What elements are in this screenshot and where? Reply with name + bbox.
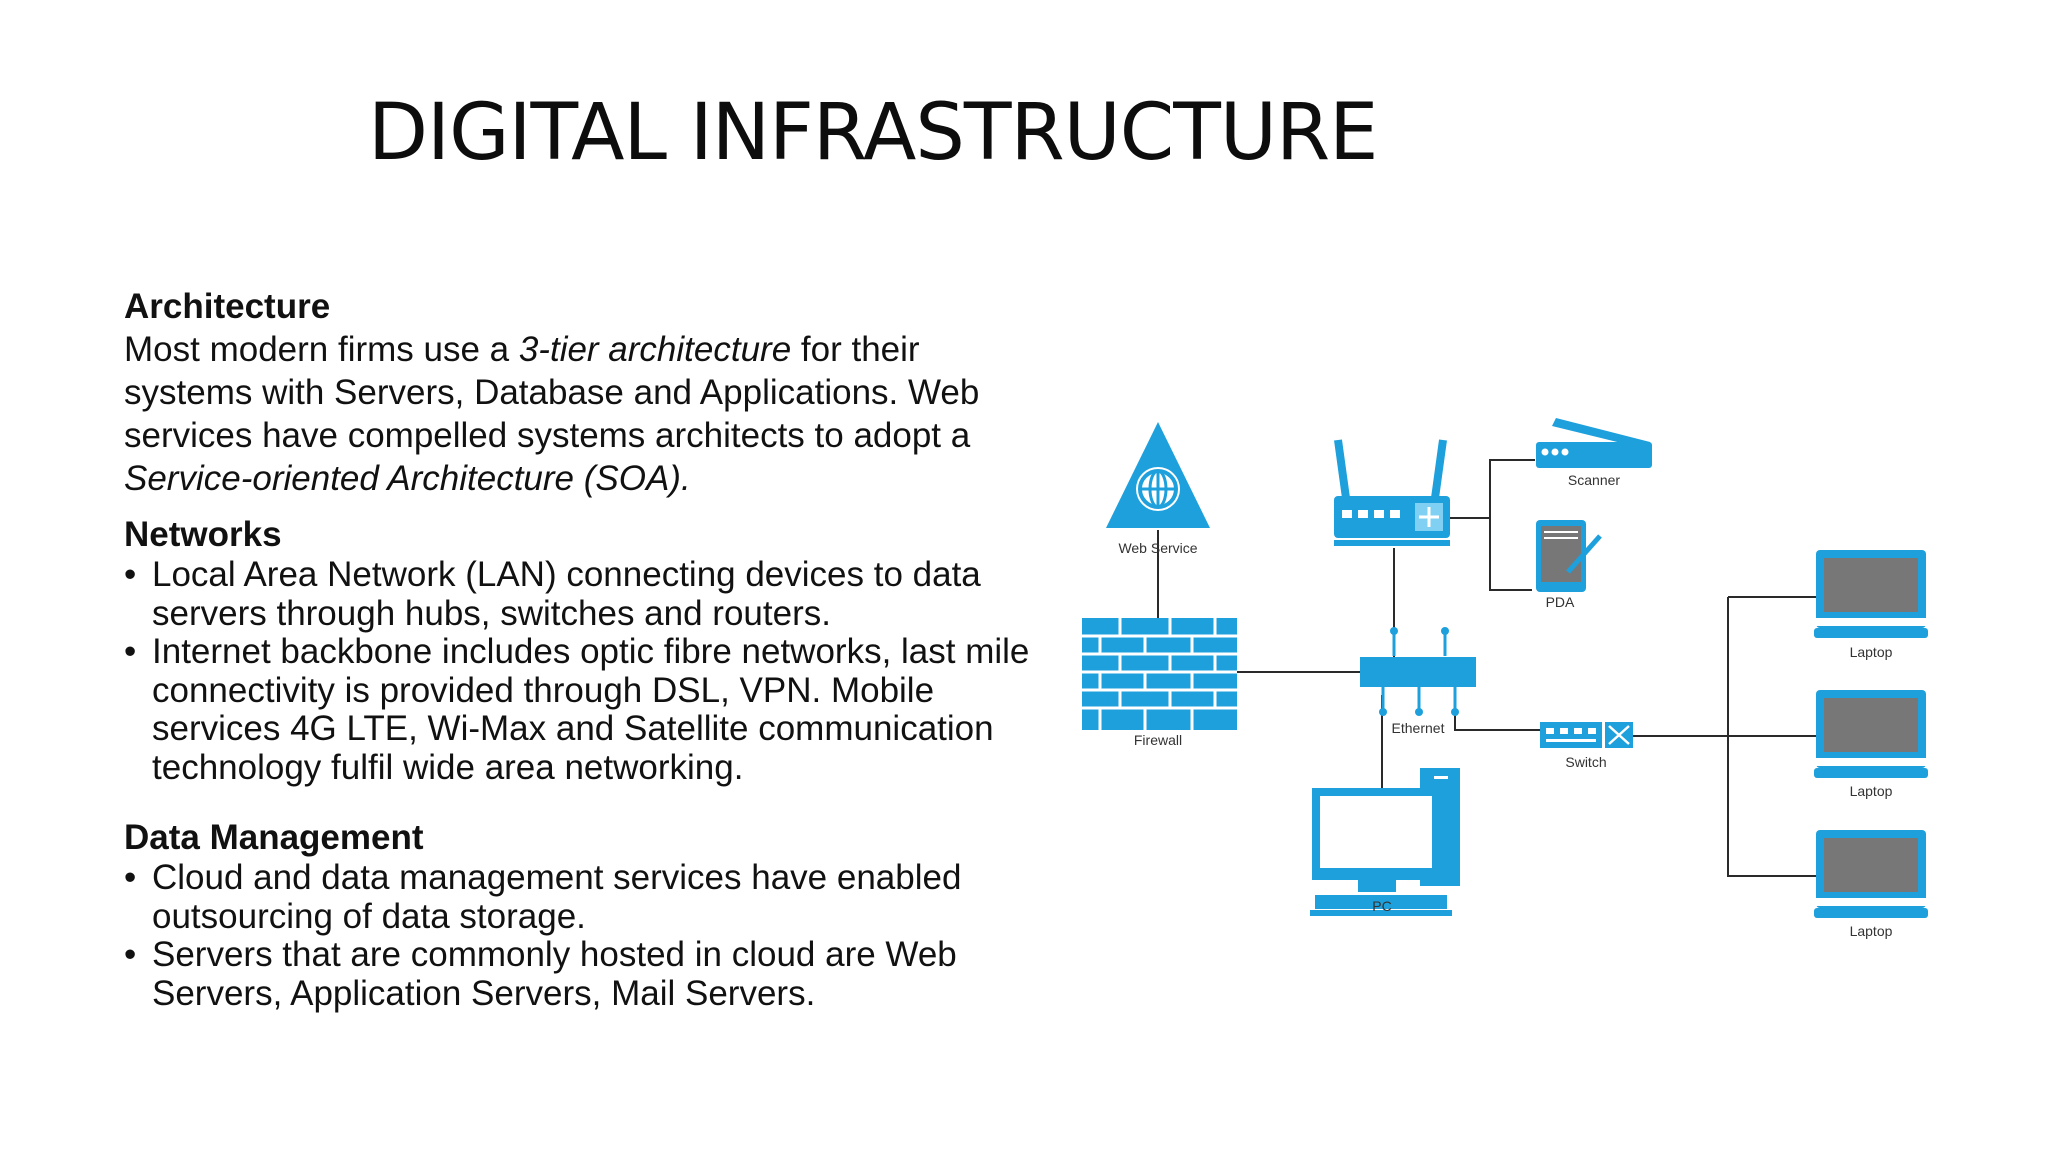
slide-title: DIGITAL INFRASTRUCTURE [368, 88, 1378, 178]
architecture-text: Most modern firms use a 3-tier architect… [124, 328, 1044, 500]
laptop-label: Laptop [1849, 923, 1893, 939]
architecture-text-part: for their systems with Servers, Database… [124, 330, 980, 455]
pda-icon [1536, 520, 1602, 592]
list-item: Internet backbone includes optic fibre n… [124, 632, 1044, 787]
network-diagram-svg [1082, 418, 1928, 918]
firewall-icon [1082, 618, 1237, 730]
scanner-label: Scanner [1567, 472, 1621, 488]
architecture-text-italic: Service-oriented Architecture (SOA). [124, 459, 691, 498]
pc-label: PC [1372, 898, 1392, 914]
laptop-label: Laptop [1849, 783, 1893, 799]
connection-lines [1157, 459, 1818, 877]
pc-icon [1310, 768, 1460, 916]
network-diagram: Web Service Firewall Scanner PDA Etherne… [1070, 400, 1990, 960]
laptop-icon [1814, 830, 1928, 918]
laptop-icon [1814, 690, 1928, 778]
scanner-icon [1536, 418, 1652, 468]
web-service-icon [1106, 422, 1210, 528]
data-management-list: Cloud and data management services have … [124, 858, 1044, 1013]
list-item: Local Area Network (LAN) connecting devi… [124, 555, 1044, 633]
architecture-text-italic: 3-tier architecture [518, 330, 792, 369]
firewall-label: Firewall [1133, 732, 1183, 748]
slide-content: Architecture Most modern firms use a 3-t… [124, 286, 1044, 1013]
web-service-label: Web Service [1118, 540, 1198, 556]
pda-label: PDA [1545, 594, 1575, 610]
architecture-heading: Architecture [124, 287, 331, 326]
router-icon [1334, 439, 1450, 546]
architecture-text-part: Most modern firms use a [124, 330, 519, 369]
data-management-heading: Data Management [124, 818, 424, 857]
switch-icon [1540, 722, 1633, 748]
laptop-icon [1814, 550, 1928, 638]
networks-list: Local Area Network (LAN) connecting devi… [124, 555, 1044, 787]
switch-label: Switch [1565, 754, 1607, 770]
list-item: Cloud and data management services have … [124, 858, 1044, 936]
list-item: Servers that are commonly hosted in clou… [124, 935, 1044, 1013]
laptop-label: Laptop [1849, 644, 1893, 660]
networks-heading: Networks [124, 515, 282, 554]
ethernet-label: Ethernet [1391, 720, 1445, 736]
ethernet-hub-icon [1360, 627, 1476, 716]
